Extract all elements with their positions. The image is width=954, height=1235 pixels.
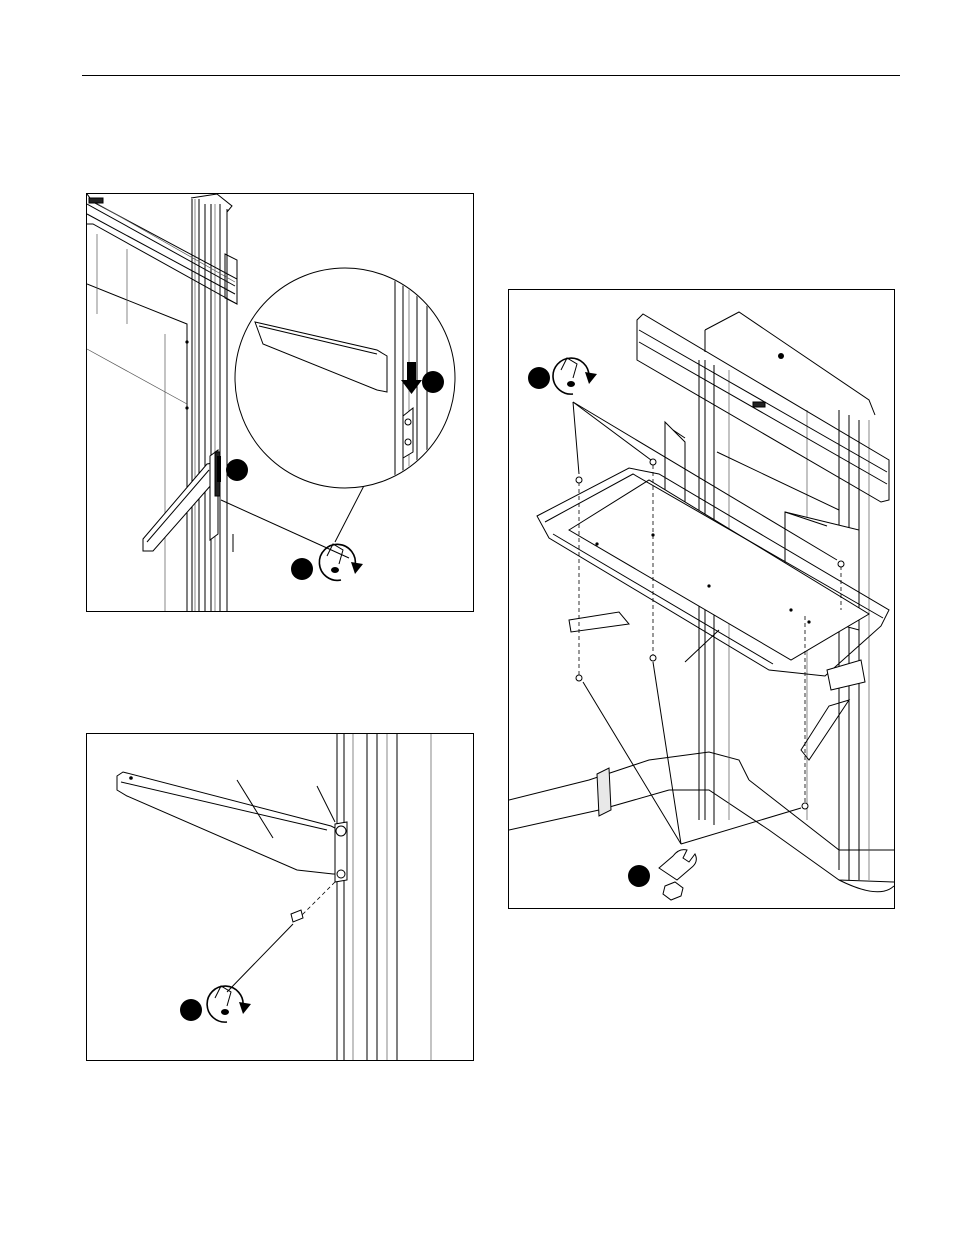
figure-b-illustration xyxy=(87,734,473,1060)
step-marker-icon xyxy=(226,459,248,481)
rotate-clockwise-hand-icon xyxy=(207,986,251,1022)
step-marker-icon xyxy=(180,999,202,1021)
wrench-icon xyxy=(659,850,696,880)
column-upright xyxy=(337,734,431,1060)
figure-bracket-hook-install xyxy=(86,193,474,612)
rotate-clockwise-hand-icon xyxy=(319,544,363,580)
detail-zoom-circle xyxy=(235,268,455,494)
step-marker-icon xyxy=(628,865,650,887)
rotate-clockwise-hand-icon xyxy=(553,358,597,394)
shelf-bracket xyxy=(117,772,347,882)
bolt xyxy=(291,882,335,922)
step-marker-icon xyxy=(291,558,313,580)
down-arrow-icon xyxy=(217,456,221,482)
shelf-tray xyxy=(537,468,889,760)
figure-bracket-secure xyxy=(86,733,474,1061)
figure-a-illustration xyxy=(87,194,473,611)
figure-c-illustration xyxy=(509,290,894,908)
display-rail xyxy=(87,194,237,304)
cart-base xyxy=(509,752,894,892)
figure-shelf-install xyxy=(508,289,895,909)
header-rule xyxy=(82,75,900,76)
step-marker-icon xyxy=(528,367,550,389)
column-upright xyxy=(191,194,232,611)
hex-nut-icon xyxy=(663,882,683,900)
step-marker-icon xyxy=(422,371,444,393)
display-panel xyxy=(87,234,189,611)
